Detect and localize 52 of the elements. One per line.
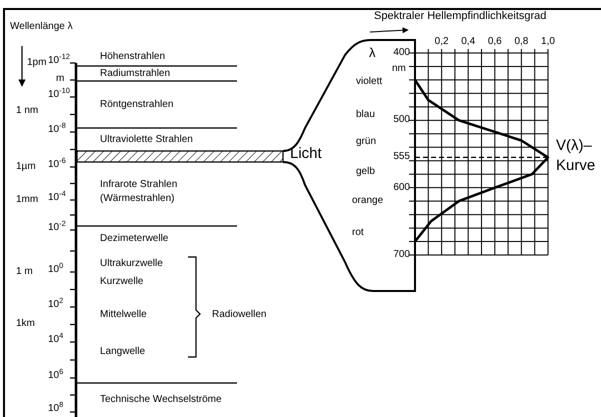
tick-label: 10$^{4}$ xyxy=(48,334,64,346)
tick-label: 10$^{-10}$ xyxy=(48,89,70,101)
tick-label: 500 xyxy=(392,114,410,126)
text-label: Radiumstrahlen xyxy=(100,68,170,80)
axis-title: λ xyxy=(369,46,376,60)
tick-label: 0,2 xyxy=(434,36,449,48)
tick-label: 10$^{-6}$ xyxy=(48,159,66,171)
tick-label: 10$^{-8}$ xyxy=(48,124,66,136)
tick-label: 10$^{-2}$ xyxy=(48,222,66,234)
text-label: Mittelwelle xyxy=(100,309,147,321)
tick-label: 400 xyxy=(392,47,410,59)
tick-label: 10$^{-4}$ xyxy=(48,192,66,204)
text-label: Ultrakurzwelle xyxy=(100,258,163,270)
text-label: Dezimeterwelle xyxy=(100,233,168,245)
tick-label: 0,4 xyxy=(461,36,476,48)
text-label: m xyxy=(56,73,64,85)
text-label: Ultraviolette Strahlen xyxy=(100,134,193,146)
text-label: Radiowellen xyxy=(212,309,266,321)
text-label: Röntgenstrahlen xyxy=(100,99,174,111)
text-label: 1pm xyxy=(27,57,46,69)
text-label: nm xyxy=(392,63,406,75)
text-label: Wellenlänge λ xyxy=(10,21,73,33)
text-label: 1mm xyxy=(16,194,38,206)
tick-label: 10$^{8}$ xyxy=(48,403,64,415)
text-label: grün xyxy=(356,136,376,148)
tick-label: 0,8 xyxy=(514,36,528,48)
text-label: 1km xyxy=(16,318,35,330)
tick-label: 600 xyxy=(392,182,410,194)
tick-label: 10$^{2}$ xyxy=(48,299,64,311)
text-label: Höhenstrahlen xyxy=(100,51,166,63)
axis-title: Spektraler Hellempfindlichkeitsgrad xyxy=(374,10,546,23)
text-label: 1µm xyxy=(16,161,36,173)
tick-label: 1,0 xyxy=(541,36,555,48)
text-label: blau xyxy=(356,109,375,121)
text-label: Infrarote Strahlen (Wärmestrahlen) xyxy=(100,178,178,206)
text-label: 1 nm xyxy=(16,105,38,117)
tick-label: 555 xyxy=(392,151,410,164)
text-label: 1 m xyxy=(16,266,33,278)
text-label: violett xyxy=(356,76,382,88)
text-label: Kurzwelle xyxy=(100,276,144,288)
text-label: Licht xyxy=(290,148,322,160)
text-label: V(λ)– Kurve xyxy=(556,136,596,176)
tick-label: 10$^{-12}$ xyxy=(48,55,70,67)
tick-label: 10$^{0}$ xyxy=(48,264,64,276)
text-label: Technische Wechselströme xyxy=(100,394,222,406)
text-label: rot xyxy=(352,227,364,239)
text-label: gelb xyxy=(356,166,375,178)
tick-label: 10$^{6}$ xyxy=(48,370,64,382)
tick-label: 700 xyxy=(392,249,410,261)
tick-label: 0,6 xyxy=(488,36,502,48)
text-label: Langwelle xyxy=(100,346,146,358)
text-label: orange xyxy=(352,195,384,207)
